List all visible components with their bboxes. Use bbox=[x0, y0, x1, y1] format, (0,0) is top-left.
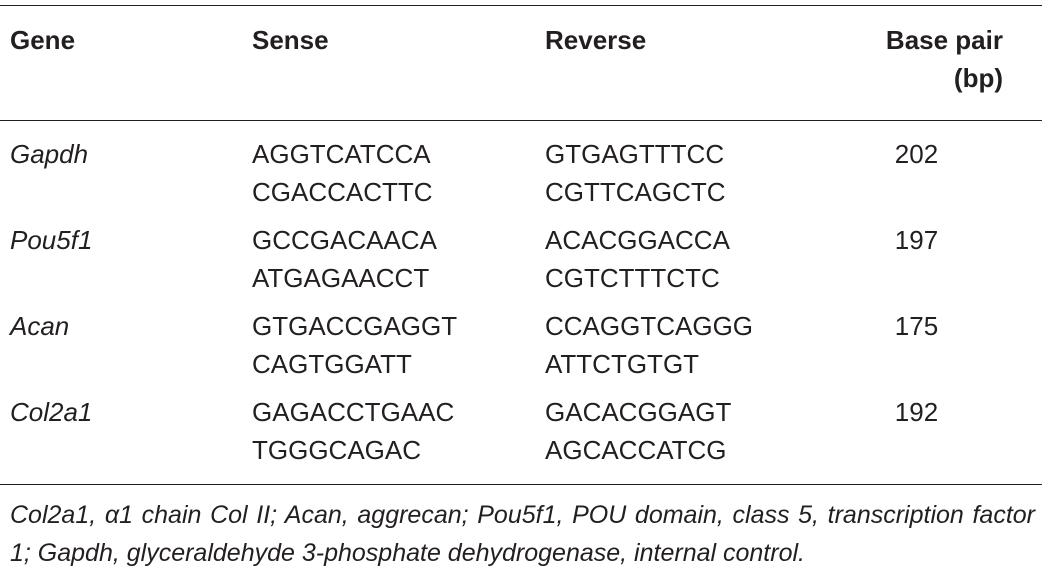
header-gene: Gene bbox=[10, 25, 76, 55]
gene-cell: Gapdh bbox=[10, 139, 89, 169]
base-pair-cell: 202 bbox=[894, 139, 939, 169]
reverse-line: GTGAGTTTCC bbox=[545, 139, 725, 169]
reverse-cell: GACACGGAGT AGCACCATCG bbox=[545, 393, 815, 469]
reverse-cell: GTGAGTTTCC CGTTCAGCTC bbox=[545, 135, 815, 211]
reverse-line: CCAGGTCAGGG bbox=[545, 311, 754, 341]
sense-line: ATGAGAACCT bbox=[252, 263, 430, 293]
sense-line: GAGACCTGAAC bbox=[252, 397, 455, 427]
sense-line: GCCGACAACA bbox=[252, 225, 437, 255]
sense-line: TGGGCAGAC bbox=[252, 435, 422, 465]
reverse-cell: CCAGGTCAGGG ATTCTGTGT bbox=[545, 307, 815, 383]
reverse-line: CGTCTTTCTC bbox=[545, 263, 720, 293]
reverse-line: GACACGGAGT bbox=[545, 397, 732, 427]
table-footnote: Col2a1, α1 chain Col II; Acan, aggrecan;… bbox=[10, 501, 1035, 567]
sense-cell: GAGACCTGAAC TGGGCAGAC bbox=[252, 393, 522, 469]
sense-cell: AGGTCATCCA CGACCACTTC bbox=[252, 135, 522, 211]
reverse-line: ACACGGACCA bbox=[545, 225, 730, 255]
reverse-cell: ACACGGACCA CGTCTTTCTC bbox=[545, 221, 815, 297]
sense-line: GTGACCGAGGT bbox=[252, 311, 458, 341]
base-pair-cell: 197 bbox=[894, 225, 939, 255]
sense-line: CGACCACTTC bbox=[252, 177, 433, 207]
sense-line: CAGTGGATT bbox=[252, 349, 412, 379]
gene-cell: Col2a1 bbox=[10, 397, 93, 427]
table-bottom-rule bbox=[0, 484, 1042, 485]
table-top-rule bbox=[0, 5, 1042, 6]
header-base-pair-line2: (bp) bbox=[953, 63, 1003, 93]
header-base-pair: Base pair (bp) bbox=[850, 21, 1003, 97]
reverse-line: CGTTCAGCTC bbox=[545, 177, 726, 207]
header-reverse: Reverse bbox=[545, 25, 647, 55]
reverse-line: ATTCTGTGT bbox=[545, 349, 700, 379]
header-base-pair-line1: Base pair bbox=[885, 25, 1003, 55]
gene-cell: Pou5f1 bbox=[10, 225, 93, 255]
base-pair-cell: 192 bbox=[894, 397, 939, 427]
table-header-rule bbox=[0, 120, 1042, 121]
gene-cell: Acan bbox=[10, 311, 70, 341]
base-pair-cell: 175 bbox=[894, 311, 939, 341]
sense-cell: GTGACCGAGGT CAGTGGATT bbox=[252, 307, 522, 383]
header-sense: Sense bbox=[252, 25, 329, 55]
sense-cell: GCCGACAACA ATGAGAACCT bbox=[252, 221, 522, 297]
table-row: Pou5f1 GCCGACAACA ATGAGAACCT ACACGGACCA … bbox=[0, 221, 1042, 309]
table-row: Col2a1 GAGACCTGAAC TGGGCAGAC GACACGGAGT … bbox=[0, 393, 1042, 481]
table-row: Acan GTGACCGAGGT CAGTGGATT CCAGGTCAGGG A… bbox=[0, 307, 1042, 395]
table-row: Gapdh AGGTCATCCA CGACCACTTC GTGAGTTTCC C… bbox=[0, 135, 1042, 223]
reverse-line: AGCACCATCG bbox=[545, 435, 727, 465]
sense-line: AGGTCATCCA bbox=[252, 139, 431, 169]
